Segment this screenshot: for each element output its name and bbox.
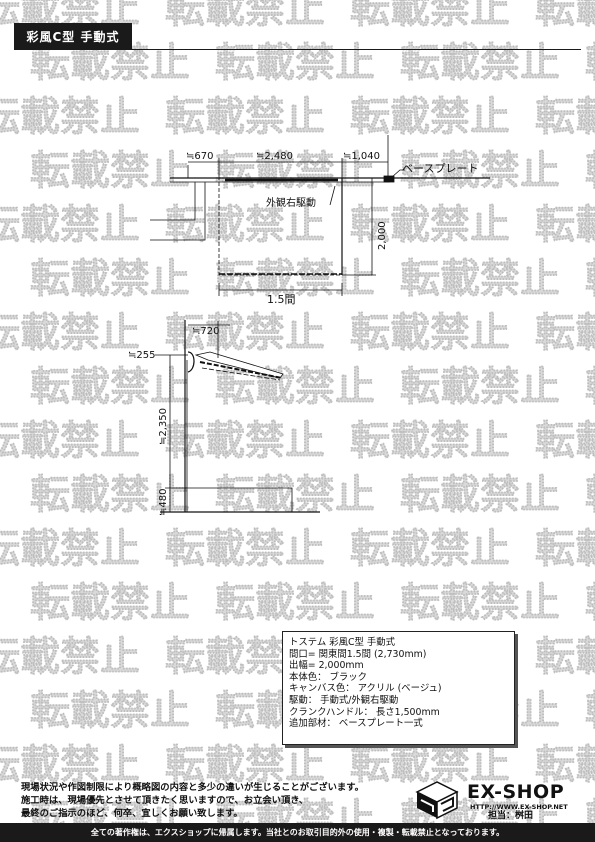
- watermark-text: 転載禁止: [350, 310, 510, 356]
- plan-view: [150, 135, 490, 296]
- watermark-text: 転載禁止: [585, 40, 595, 86]
- drive-label: 外観右駆動: [266, 196, 316, 209]
- spec-line: 間口= 関東間1.5間 (2,730mm): [289, 648, 427, 660]
- brand-name: EX-SHOP: [467, 781, 565, 803]
- watermark-text: 転載禁止: [585, 256, 595, 302]
- watermark-text: 転載禁止: [535, 526, 595, 572]
- watermark-text: 転載禁止: [350, 526, 510, 572]
- watermark-text: 転載禁止: [165, 0, 325, 32]
- watermark-text: 転載禁止: [350, 94, 510, 140]
- watermark-text: 転載禁止: [30, 148, 190, 194]
- side-dim-top: ≒720: [192, 326, 219, 337]
- watermark-text: 転載禁止: [535, 310, 595, 356]
- disclaimer-line: 現場状況や作図制限により概略図の内容と多少の違いが生じることがございます。: [21, 782, 364, 793]
- base-plate-label: ベースプレート: [402, 162, 478, 175]
- watermark-text: 転載禁止: [30, 256, 190, 302]
- watermark-text: 転載禁止: [215, 472, 375, 518]
- spec-line: トステム 彩風C型 手動式: [289, 637, 395, 648]
- spec-line: 駆動： 手動式/外観右駆動: [289, 694, 399, 706]
- watermark-text: 転載禁止: [535, 742, 595, 788]
- watermark-text: 転載禁止: [350, 0, 510, 32]
- watermark-text: 転載禁止: [350, 742, 510, 788]
- side-dim-height: ≒2,350: [158, 408, 169, 445]
- watermark-text: 転載禁止: [215, 364, 375, 410]
- spec-line: 本体色： ブラック: [289, 671, 367, 683]
- watermark-text: 転載禁止: [400, 256, 560, 302]
- watermark-text: 転載禁止: [400, 580, 560, 626]
- watermark-text: 転載禁止: [165, 418, 325, 464]
- watermark-text: 転載禁止: [30, 688, 190, 734]
- watermark-text: 転載禁止: [535, 94, 595, 140]
- watermark-text: 転載禁止: [585, 688, 595, 734]
- watermark-text: 転載禁止: [30, 580, 190, 626]
- watermark-text: 転載禁止: [400, 40, 560, 86]
- disclaimer-line: 施工時は、現場優先とさせて頂きたく思いますので、お立会い頂き、: [21, 795, 309, 806]
- watermark-text: 転載禁止: [0, 418, 140, 464]
- title-divider: [14, 49, 581, 50]
- watermark-text: 転載禁止: [0, 202, 140, 248]
- watermark-text: 転載禁止: [30, 472, 190, 518]
- watermark-text: 転載禁止: [585, 580, 595, 626]
- spec-line: 追加部材： ベースプレート一式: [289, 718, 423, 730]
- watermark-text: 転載禁止: [0, 94, 140, 140]
- disclaimer-line: 最終のご指示のほど、何卒、宜しくお願い致します。: [21, 808, 243, 819]
- page-title: 彩風C型 手動式: [14, 23, 132, 49]
- watermark-text: 転載禁止: [0, 634, 140, 680]
- watermark-text: 転載禁止: [165, 526, 325, 572]
- watermark-text: 転載禁止: [535, 0, 595, 32]
- spec-line: クランクハンドル： 長さ1,500mm: [289, 706, 440, 718]
- brand-url: HTTP://WWW.EX-SHOP.NET: [470, 803, 568, 811]
- side-view: [155, 320, 320, 513]
- watermark-text: 転載禁止: [535, 634, 595, 680]
- watermark-text: 転載禁止: [165, 310, 325, 356]
- watermark-text: 転載禁止: [215, 40, 375, 86]
- watermark-text: 転載禁止: [165, 742, 325, 788]
- plan-dim-right: ≒1,040: [343, 151, 380, 162]
- watermark-text: 転載禁止: [585, 364, 595, 410]
- watermark-text: 転載禁止: [400, 148, 560, 194]
- disclaimer: 現場状況や作図制限により概略図の内容と多少の違いが生じることがございます。 施工…: [21, 781, 421, 820]
- watermark-text: 転載禁止: [0, 526, 140, 572]
- side-dim-bottom: ≒480: [158, 489, 169, 516]
- plan-dim-left: ≒670: [186, 151, 213, 162]
- watermark-text: 転載禁止: [0, 742, 140, 788]
- width-label: 1.5間: [267, 293, 296, 306]
- plan-dim-middle: ≒2,480: [256, 151, 293, 162]
- watermark-text: 転載禁止: [215, 148, 375, 194]
- cube-logo-icon: [415, 781, 459, 820]
- watermark-text: 転載禁止: [400, 364, 560, 410]
- watermark-text: 転載禁止: [0, 310, 140, 356]
- depth-label: 2,000: [377, 221, 388, 250]
- watermark-text: 転載禁止: [535, 418, 595, 464]
- watermark-text: 転載禁止: [400, 472, 560, 518]
- watermark-text: 転載禁止: [535, 202, 595, 248]
- watermark-text: 転載禁止: [350, 418, 510, 464]
- side-dim-offset: ≒255: [128, 350, 155, 361]
- watermark-text: 転載禁止: [165, 94, 325, 140]
- watermark-text: 転載禁止: [585, 472, 595, 518]
- watermark-text: 転載禁止: [215, 256, 375, 302]
- watermark-text: 転載禁止: [215, 580, 375, 626]
- copyright-footer: 全ての著作権は、エクスショップに帰属します。当社とのお取引目的外の使用・複製・転…: [0, 823, 595, 842]
- brand-logo: EX-SHOP HTTP://WWW.EX-SHOP.NET: [413, 778, 583, 822]
- watermark-text: 転載禁止: [30, 364, 190, 410]
- watermark-text: 転載禁止: [585, 796, 595, 842]
- spec-box: トステム 彩風C型 手動式 間口= 関東間1.5間 (2,730mm) 出幅= …: [282, 631, 515, 745]
- watermark-text: 転載禁止: [350, 202, 510, 248]
- spec-line: 出幅= 2,000mm: [289, 660, 364, 672]
- watermark-text: 転載禁止: [585, 148, 595, 194]
- staff-label: 担当：桝田: [488, 811, 534, 821]
- spec-line: キャンバス色： アクリル (ベージュ): [289, 683, 442, 695]
